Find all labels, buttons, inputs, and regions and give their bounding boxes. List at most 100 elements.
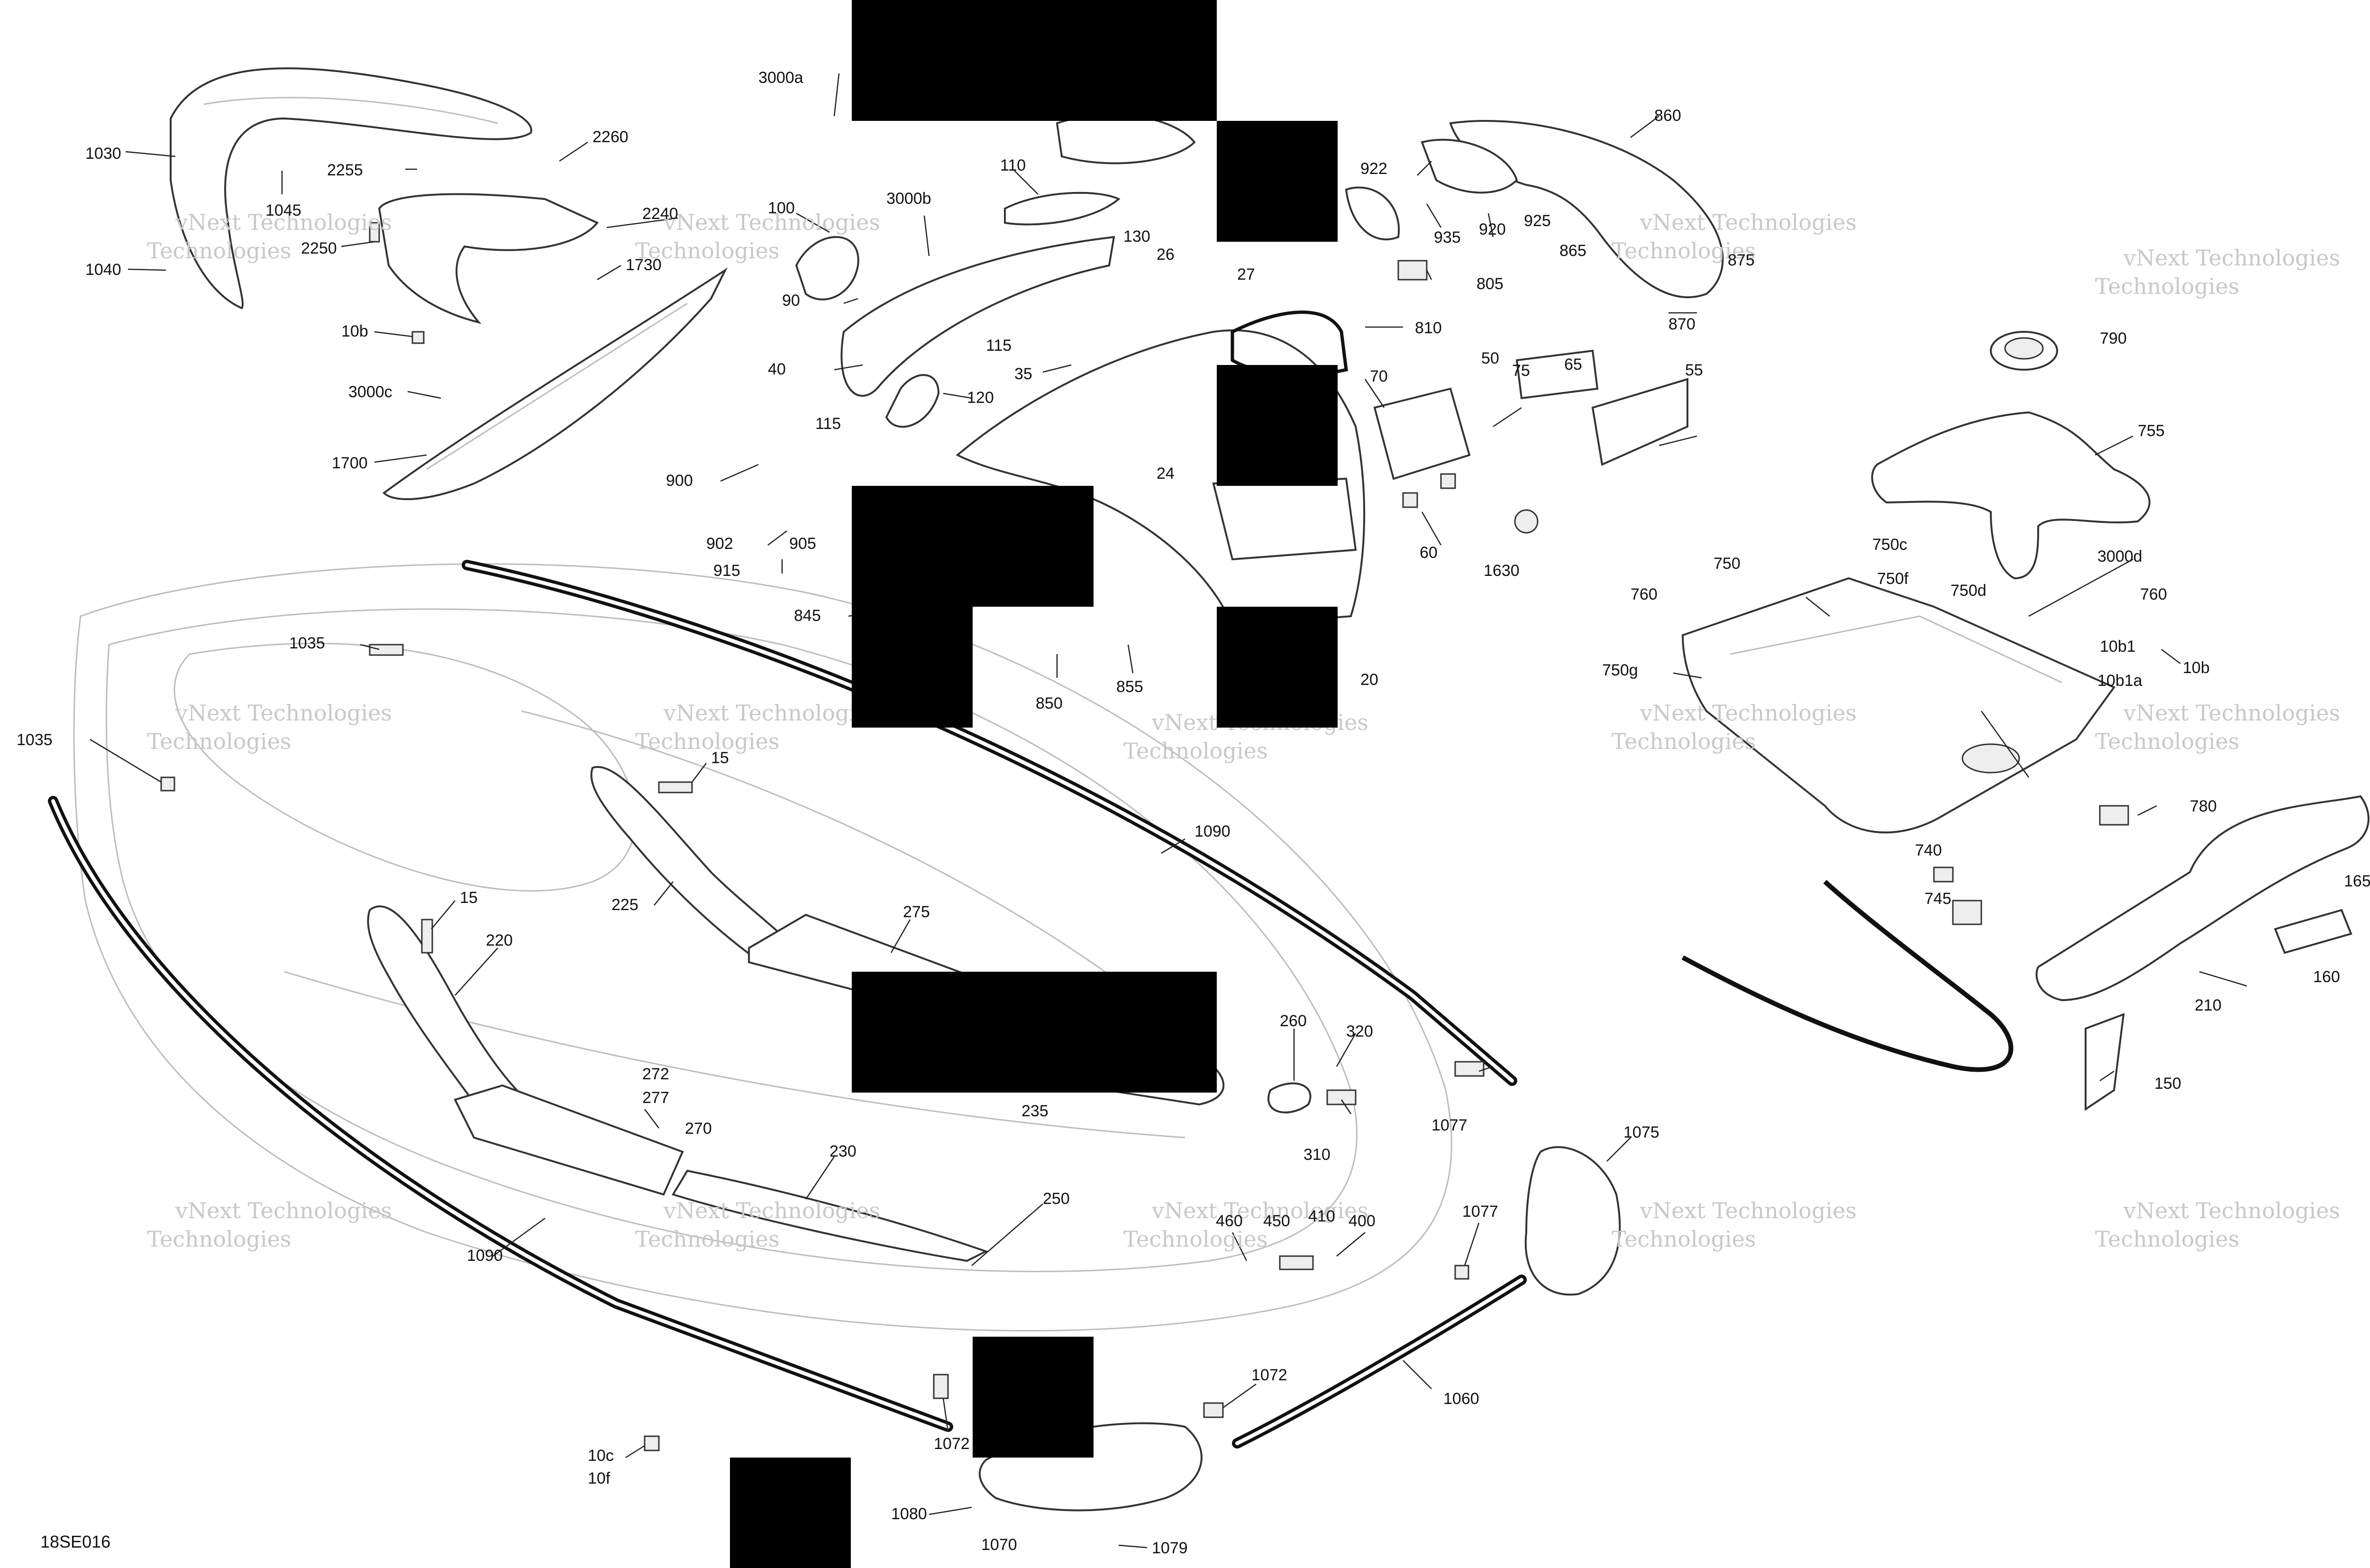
callout: 20 [1360,671,1378,689]
watermark-text: vNext Technologies [2123,245,2340,271]
drawing-code: 18SE016 [40,1532,110,1551]
watermark-text: Technologies [1612,729,1756,754]
watermark-text: Technologies [1123,1226,1267,1252]
callout: 1075 [1623,1123,1659,1141]
gauge-50 [1373,349,1688,480]
callout: 460 [1216,1212,1243,1230]
callout: 320 [1346,1022,1373,1040]
watermark-text: Technologies [635,1226,779,1252]
callout: 1030 [85,145,121,163]
redaction-block [852,607,973,728]
watermark-text: vNext Technologies [1151,1198,1368,1223]
callout: 250 [1043,1190,1070,1208]
callout: 90 [782,292,800,310]
cover-1075 [1524,1146,1621,1296]
callout: 160 [2313,968,2340,986]
watermark-text: Technologies [1123,738,1267,764]
glovebox-assembly [795,191,1121,428]
callout: 75 [1512,362,1530,380]
callout: 270 [685,1120,712,1138]
watermark-text: Technologies [147,238,291,264]
watermark-text: vNext Technologies [1640,1198,1857,1223]
callout: 100 [768,199,795,217]
callout: 65 [1564,356,1582,374]
redaction-block [852,0,1217,121]
redaction-block [1217,607,1338,728]
callout: 225 [611,896,638,914]
callout: 10b [341,322,368,340]
callout: 2260 [592,128,629,146]
callout: 902 [706,535,733,553]
callout: 790 [2100,329,2127,347]
watermark-text: vNext Technologies [663,700,880,726]
callout: 2255 [327,161,363,179]
watermark-text: vNext Technologies [663,1198,880,1223]
callout: 110 [1000,156,1026,174]
callout: 1630 [1484,562,1520,580]
watermark-text: vNext Technologies [175,700,392,726]
callout: 755 [2138,422,2165,440]
footrest-270 [454,1084,684,1196]
callout: 750d [1951,582,1987,600]
pad-260 [1267,1082,1312,1113]
watermark-text: Technologies [635,238,779,264]
watermark-text: vNext Technologies [175,1198,392,1223]
panel-860 [1421,120,1724,299]
redaction-block [1217,121,1338,242]
fuel-cap-790 [1990,331,2058,371]
callout: 310 [1304,1146,1331,1164]
bracket-160 [2274,909,2352,954]
callout: 925 [1524,212,1551,230]
callout: 1060 [1443,1390,1479,1408]
panel-230 [671,1169,989,1262]
callout: 10b [2183,659,2210,677]
watermark-text: Technologies [1612,238,1756,264]
callout: 1045 [265,201,301,219]
redaction-block [852,486,1094,607]
watermark-text: Technologies [2095,1226,2239,1252]
panel-1700 [382,267,728,501]
callout: 1035 [17,731,53,749]
callout: 15 [711,749,729,767]
redaction-block [1217,365,1338,486]
watermark-text: Technologies [1612,1226,1756,1252]
callout: 272 [642,1065,669,1083]
watermark-text: Technologies [2095,729,2239,754]
callout: 3000b [886,190,931,208]
callout: 1090 [1194,822,1231,840]
callout: 760 [1631,585,1658,603]
callout: 235 [1021,1102,1048,1120]
rub-strip-left [48,796,953,1432]
watermark-text: Technologies [147,729,291,754]
step-210 [2035,795,2370,1002]
callout: 10c [588,1447,614,1465]
seal-strip [1681,880,2014,1072]
callout: 120 [967,389,994,407]
callout: 24 [1157,465,1175,483]
callout: 10f [588,1469,611,1487]
redaction-blocks [730,0,1338,1568]
callout: 220 [486,931,513,949]
callout: 1079 [1152,1539,1188,1557]
callout: 55 [1685,361,1703,379]
callout: 750 [1714,555,1741,573]
deck-750 [1681,577,2116,834]
callout: 915 [713,562,740,580]
callout: 870 [1668,315,1695,333]
callout: 1035 [289,634,325,652]
callout: 450 [1263,1212,1290,1230]
watermark-text: vNext Technologies [2123,1198,2340,1223]
callout: 865 [1559,242,1586,260]
callout: 1730 [626,256,662,274]
callout: 400 [1349,1212,1376,1230]
callout: 845 [794,607,821,625]
callout: 1080 [891,1505,927,1523]
callout: 905 [789,535,816,553]
callout: 900 [666,472,693,490]
callout: 3000a [758,69,803,87]
watermark-text: vNext Technologies [1640,210,1857,235]
callout: 115 [986,337,1012,355]
callout: 1077 [1462,1203,1498,1221]
callout: 410 [1308,1207,1335,1225]
